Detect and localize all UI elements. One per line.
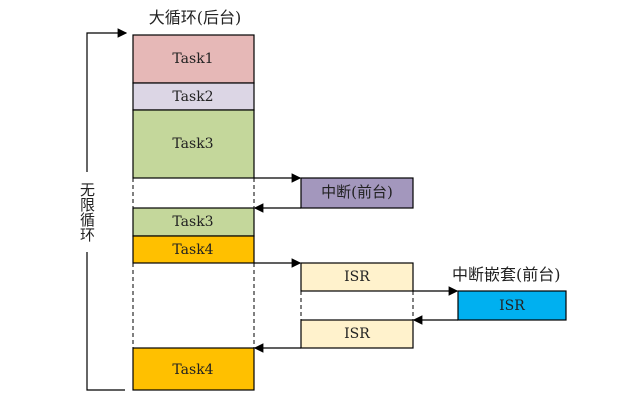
dashed-gaps xyxy=(132,178,414,348)
task1-block xyxy=(132,34,255,84)
task4-label: Task4 xyxy=(172,242,213,258)
isr-block xyxy=(300,262,414,292)
loop-label: 无限循环 xyxy=(78,182,96,242)
task3-resume-block xyxy=(132,207,255,237)
task2-label: Task2 xyxy=(172,89,213,105)
task4-resume-block xyxy=(132,347,255,391)
interrupt-block xyxy=(300,177,414,209)
nested-isr-label: ISR xyxy=(499,298,525,314)
isr-label: ISR xyxy=(344,269,370,285)
task3-label: Task3 xyxy=(172,136,213,152)
nested-isr-block xyxy=(457,290,567,321)
task4-block xyxy=(132,235,255,264)
task1-label: Task1 xyxy=(172,51,213,67)
task4-resume-label: Task4 xyxy=(172,362,213,378)
task3-block xyxy=(132,109,255,179)
isr-resume-block xyxy=(300,319,414,349)
flow-arrows xyxy=(253,173,459,353)
title: 大循环(后台) xyxy=(149,8,242,27)
isr-resume-label: ISR xyxy=(344,326,370,342)
task3-resume-label: Task3 xyxy=(172,214,213,230)
nested-label: 中断嵌套(前台) xyxy=(452,265,561,284)
interrupt-label: 中断(前台) xyxy=(321,183,393,201)
